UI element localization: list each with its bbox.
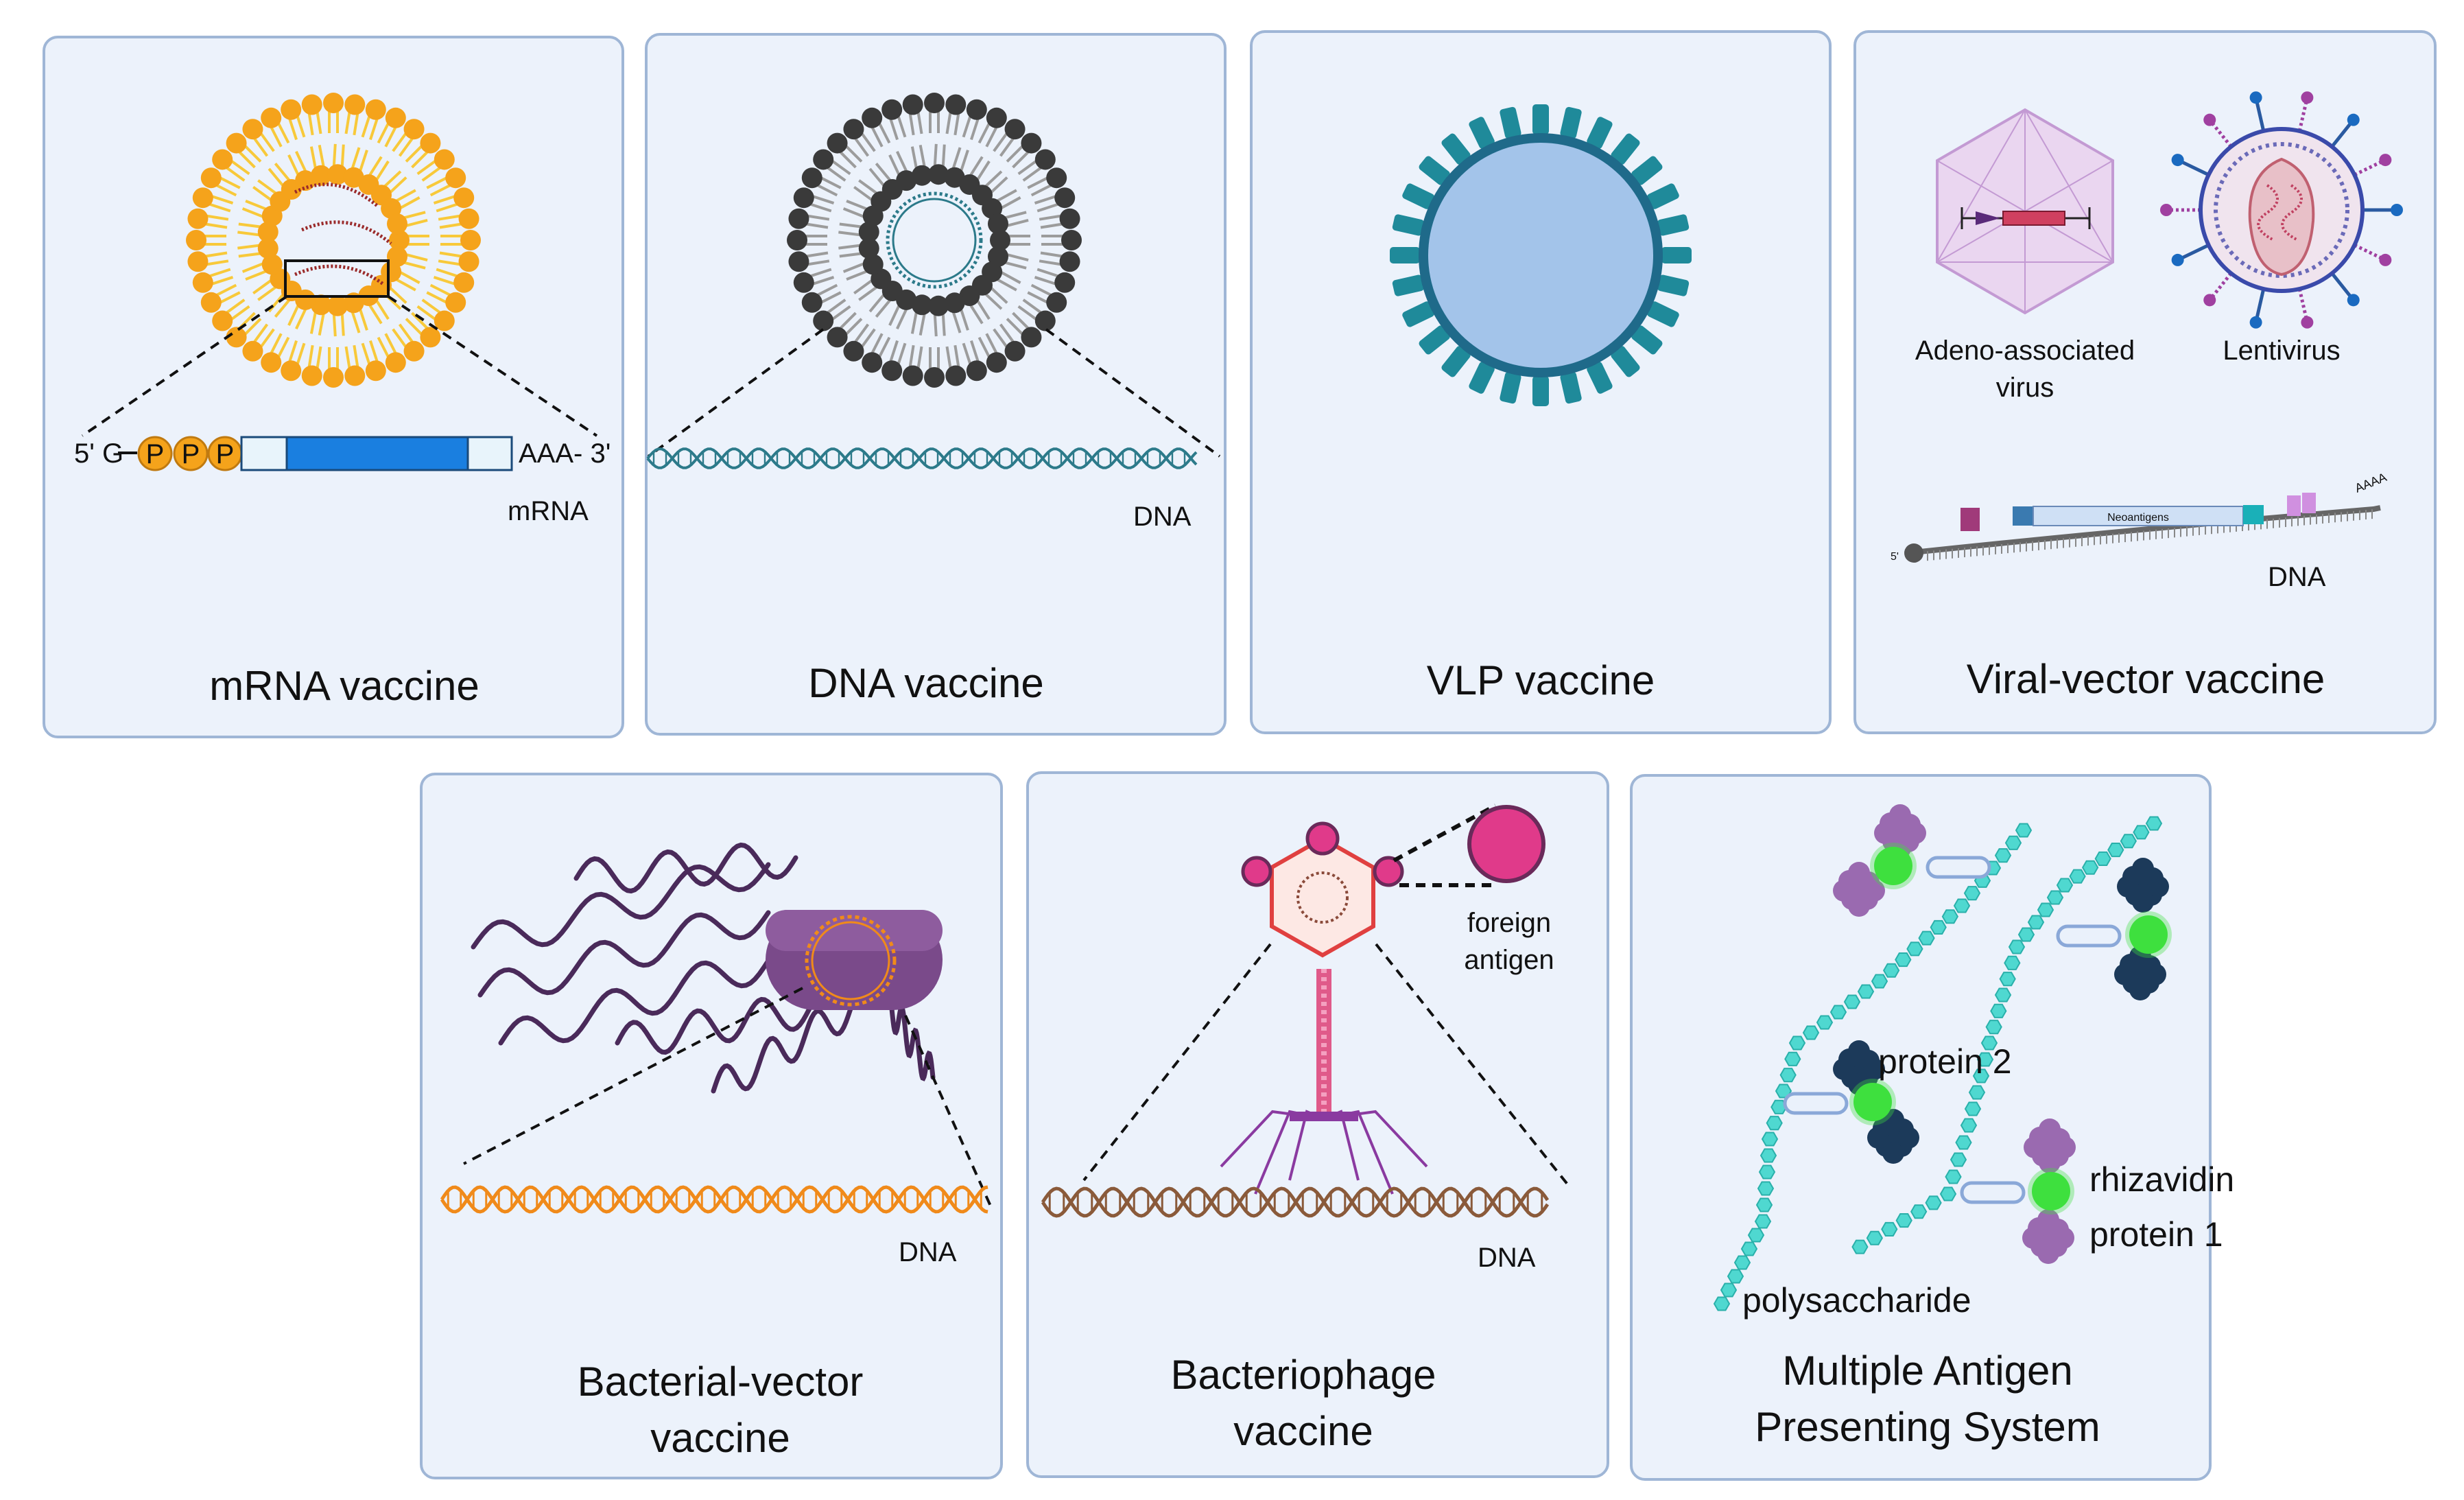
dna-label: DNA — [1133, 502, 1192, 532]
panel-viral-vector-vaccine — [1853, 30, 2437, 734]
panel-maps — [1630, 774, 2212, 1481]
protein1-label: protein 1 — [2089, 1215, 2223, 1254]
maps-title-line2: Presenting System — [1755, 1404, 2100, 1450]
polysaccharide-label: polysaccharide — [1742, 1281, 1971, 1320]
panel-bacterial-vector-vaccine — [420, 773, 1003, 1479]
cap-p2: P — [182, 439, 200, 469]
vv-five-prime: 5' — [1891, 551, 1899, 563]
mrna-zoom-box — [284, 259, 390, 298]
antigen-label-line1: foreign — [1467, 908, 1551, 938]
bacterial-dna-label: DNA — [899, 1237, 957, 1267]
mrna-5prime-label: 5' G — [74, 438, 123, 469]
maps-title-line1: Multiple Antigen — [1782, 1348, 2073, 1394]
mrna-title: mRNA vaccine — [209, 663, 479, 709]
phage-dna-helix — [1041, 1186, 1550, 1218]
cap-p3: P — [216, 439, 235, 469]
viral-vector-dna-construct: Neoantigens AAAA 5' — [1891, 470, 2389, 563]
viral-title: Viral-vector vaccine — [1967, 656, 2325, 702]
maps-complexes — [1783, 804, 2172, 1264]
phage-title-line2: vaccine — [1233, 1408, 1373, 1454]
dna-helix — [646, 447, 1198, 469]
vlp-title: VLP vaccine — [1427, 657, 1655, 703]
bacterium — [471, 842, 943, 1094]
aav-label-line1: Adeno-associated — [1915, 336, 2135, 366]
dna-title: DNA vaccine — [808, 660, 1043, 706]
virus-like-particle — [1390, 104, 1692, 406]
lentivirus — [2160, 91, 2403, 329]
viral-dna-label: DNA — [2268, 562, 2326, 592]
rhizavidin-label: rhizavidin — [2089, 1160, 2234, 1199]
aav-label-line2: virus — [1996, 373, 2054, 403]
lentivirus-label: Lentivirus — [2223, 336, 2340, 366]
protein2-label: protein 2 — [1878, 1042, 2012, 1081]
phage-title-line1: Bacteriophage — [1171, 1352, 1436, 1398]
cap-p1: P — [146, 439, 165, 469]
vv-tail-label: AAAA — [2353, 470, 2389, 495]
foreign-antigen — [1393, 804, 1545, 887]
antigen-label-line2: antigen — [1464, 945, 1554, 975]
mrna-lipid-nanoparticle — [186, 93, 481, 388]
polysaccharide-chains — [1713, 816, 2163, 1311]
mrna-construct: 5' G P P P AAA- 3' — [74, 436, 611, 471]
aav-capsid — [1936, 108, 2114, 315]
bacterial-title-line1: Bacterial-vector — [578, 1359, 864, 1405]
mrna-tail-label: AAA- 3' — [519, 438, 611, 469]
bacterial-title-line2: vaccine — [650, 1415, 790, 1461]
neoantigens-label: Neoantigens — [2107, 512, 2169, 524]
phage-dna-label: DNA — [1478, 1243, 1536, 1273]
bacterial-dna-helix — [440, 1185, 988, 1214]
dna-lipid-nanoparticle — [787, 93, 1082, 388]
mrna-label: mRNA — [508, 496, 589, 526]
bacteriophage — [1220, 821, 1428, 1195]
